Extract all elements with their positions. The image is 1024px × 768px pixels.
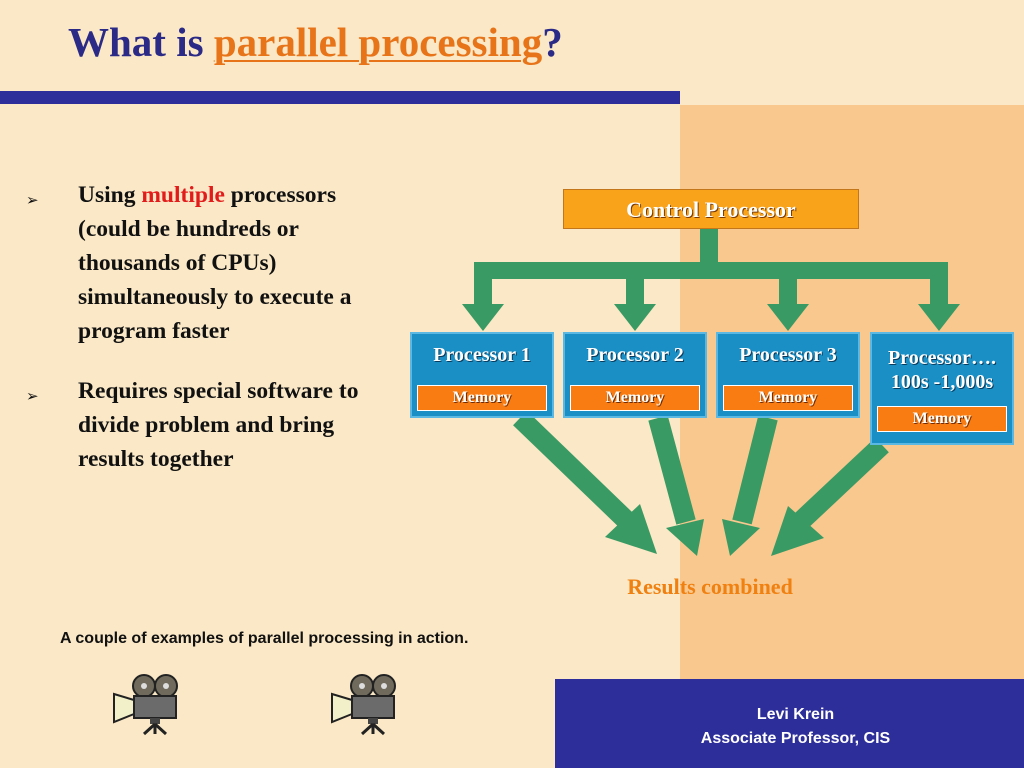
processor-2-memory: Memory (570, 385, 700, 411)
title-underline-bar (0, 91, 680, 104)
bullet-item-1: ➢ Using multiple processors (could be hu… (20, 178, 390, 348)
arrow-head-3 (767, 304, 809, 331)
slide-title: What is parallel processing? (68, 18, 563, 66)
combine-arrow-shafts (513, 410, 889, 530)
arrow-head-2 (614, 304, 656, 331)
processor-3-box: Processor 3 Memory (716, 332, 860, 418)
processor-2-label: Processor 2 (586, 344, 684, 366)
arrow-head-1 (462, 304, 504, 331)
bullet-1-pre: Using (78, 182, 142, 208)
combine-head-4 (771, 506, 824, 556)
distribution-bar (474, 262, 948, 279)
combine-arrow-heads (605, 504, 824, 556)
bullet-arrow-icon: ➢ (26, 193, 39, 209)
arrow-head-4 (918, 304, 960, 331)
title-suffix: ? (542, 19, 563, 65)
processor-2-box: Processor 2 Memory (563, 332, 707, 418)
results-combined-label: Results combined (627, 574, 793, 599)
bullet-1-post: processors (could be hundreds or thousan… (78, 182, 352, 344)
examples-caption: A couple of examples of parallel process… (60, 630, 469, 647)
distribution-arrows (462, 229, 960, 331)
processor-1-label: Processor 1 (433, 344, 531, 366)
control-processor-box: Control Processor (563, 189, 859, 229)
arrow-shaft-4 (930, 262, 948, 306)
title-prefix: What is (68, 19, 214, 65)
processor-n-memory: Memory (877, 406, 1007, 432)
processor-n-count: 100s -1,000s (890, 371, 994, 393)
movie-camera-icon[interactable] (328, 670, 400, 736)
bullet-list: ➢ Using multiple processors (could be hu… (20, 178, 390, 500)
processor-1-box: Processor 1 Memory (410, 332, 554, 418)
combine-head-2 (666, 519, 704, 556)
bullet-1-highlight: multiple (141, 182, 225, 208)
bullet-arrow-icon: ➢ (26, 389, 39, 405)
title-link-parallel-processing[interactable]: parallel processing (213, 19, 543, 65)
bullet-2-text: Requires special software to divide prob… (78, 378, 359, 472)
processor-n-label: Processor…. (888, 347, 996, 369)
processor-1-memory: Memory (417, 385, 547, 411)
control-stem (700, 229, 718, 264)
arrow-shaft-3 (779, 262, 797, 306)
footer-author-block: Levi Krein Associate Professor, CIS (555, 679, 1024, 768)
arrow-shaft-1 (474, 262, 492, 306)
author-role: Associate Professor, CIS (700, 730, 891, 747)
combine-shaft-4 (793, 437, 889, 530)
combine-head-3 (722, 519, 760, 556)
combine-shaft-3 (732, 415, 778, 525)
movie-camera-icon[interactable] (110, 670, 182, 736)
combine-head-1 (605, 504, 657, 554)
combine-shaft-1 (513, 410, 635, 530)
processor-3-memory: Memory (723, 385, 853, 411)
combine-shaft-2 (648, 415, 696, 525)
arrow-shaft-2 (626, 262, 644, 306)
processor-n-box: Processor…. 100s -1,000s Memory (870, 332, 1014, 445)
bullet-item-2: ➢ Requires special software to divide pr… (20, 374, 390, 476)
author-name: Levi Krein (756, 706, 835, 723)
processor-3-label: Processor 3 (739, 344, 837, 366)
